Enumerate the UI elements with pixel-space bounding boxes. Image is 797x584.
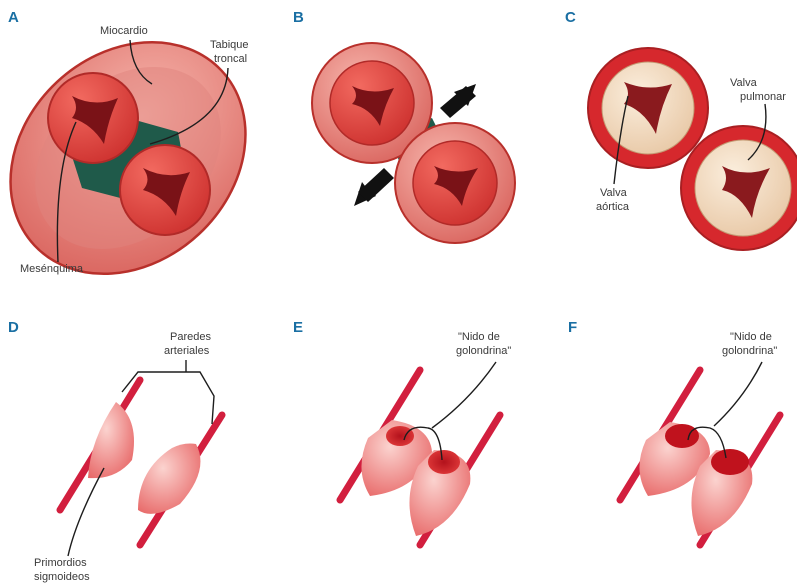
label-pulmonar-line1: Valva <box>730 77 758 89</box>
panel-a-letter: A <box>8 9 19 26</box>
sigmoid-primordium-left <box>88 402 134 478</box>
label-primordios-line1: Primordios <box>34 557 87 569</box>
label-pulmonar-line2: pulmonar <box>740 91 786 103</box>
leader-primordios <box>68 468 104 556</box>
label-paredes-line2: arteriales <box>164 345 210 357</box>
panel-d: D Paredes arteriales Primordios sigmoide… <box>8 319 222 583</box>
swallow-nest-upper <box>665 424 699 448</box>
panel-f-letter: F <box>568 319 577 336</box>
sigmoid-primordium-right <box>138 444 200 514</box>
label-mesenquima: Mesénquima <box>20 263 84 275</box>
label-aortica-line1: Valva <box>600 187 628 199</box>
vessel-upper-left <box>48 73 138 163</box>
label-miocardio: Miocardio <box>100 25 148 37</box>
label-tabique-line1: Tabique <box>210 39 249 51</box>
vessel-lower-right <box>120 145 210 235</box>
swallow-nest-lower <box>428 450 460 474</box>
label-nido-line1: "Nido de <box>730 331 772 343</box>
label-nido-line2: golondrina" <box>456 345 511 357</box>
label-aortica-line2: aórtica <box>596 201 630 213</box>
label-tabique-line2: troncal <box>214 53 247 65</box>
aortic-valve <box>588 48 708 168</box>
vessel-b-lower <box>395 123 515 243</box>
label-paredes-line1: Paredes <box>170 331 211 343</box>
leader-nido <box>432 362 496 428</box>
swallow-nest-lower <box>711 449 749 475</box>
swallow-nest-upper <box>386 426 414 446</box>
panel-e-letter: E <box>293 319 303 336</box>
label-nido-line2: golondrina" <box>722 345 777 357</box>
panel-c: C Valva pulmonar Valva aórtica <box>565 9 797 250</box>
panel-f: F "Nido de golondrina" <box>568 319 780 545</box>
panel-b: B <box>293 9 515 243</box>
leader-nido <box>714 362 762 426</box>
leader-paredes <box>122 372 214 424</box>
panel-b-letter: B <box>293 9 304 26</box>
panel-c-letter: C <box>565 9 576 26</box>
panel-a: A Miocardio Tabique troncal Mesénquima <box>0 0 293 321</box>
label-primordios-line2: sigmoideos <box>34 571 90 583</box>
label-nido-line1: "Nido de <box>458 331 500 343</box>
pulmonary-valve <box>681 126 797 250</box>
panel-d-letter: D <box>8 319 19 336</box>
panel-e: E "Nido de golondrina" <box>293 319 511 545</box>
